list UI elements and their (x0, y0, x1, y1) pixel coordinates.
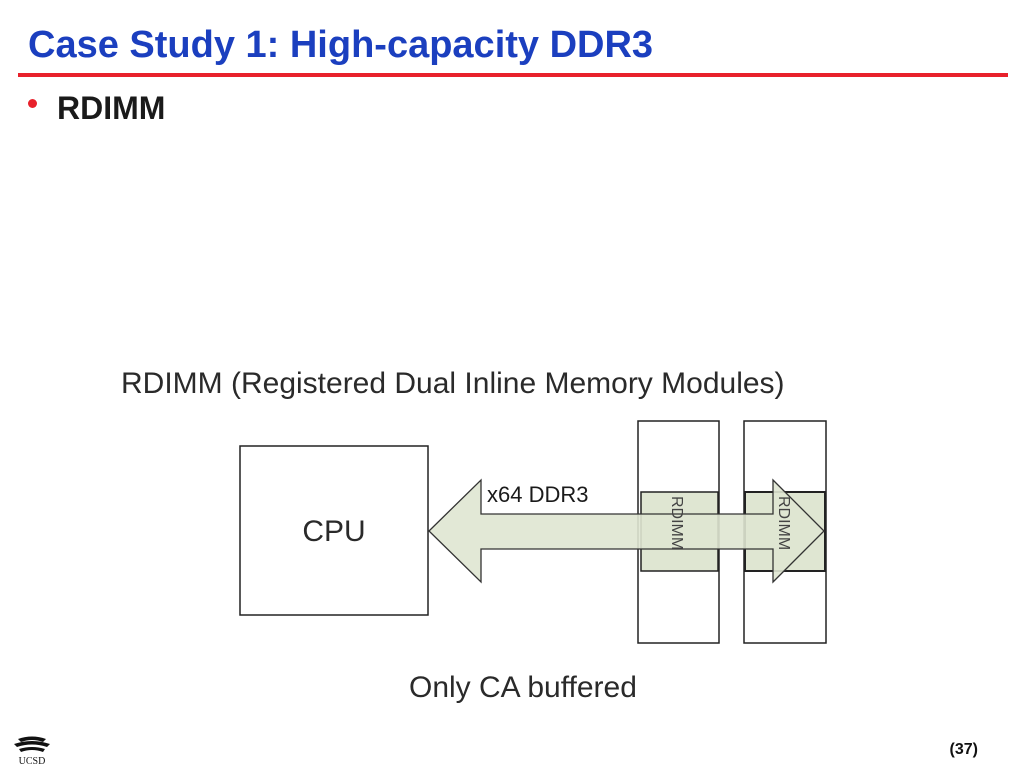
bullet-item: RDIMM (28, 90, 165, 127)
bus-label: x64 DDR3 (487, 482, 588, 507)
page-number: (37) (949, 741, 978, 758)
bullet-dot-icon (28, 99, 37, 108)
rdimm-label-1: RDIMM (668, 496, 685, 550)
ucsd-seal-icon: UCSD (14, 736, 50, 767)
diagram-heading: RDIMM (Registered Dual Inline Memory Mod… (121, 367, 785, 400)
bullet-text: RDIMM (57, 90, 166, 126)
ddr3-bus-arrow (428, 478, 825, 584)
cpu-box (239, 445, 429, 616)
rdimm-label-2: RDIMM (775, 496, 792, 550)
svg-text:UCSD: UCSD (19, 756, 46, 766)
title-divider (18, 73, 1008, 77)
diagram-caption: Only CA buffered (409, 671, 637, 704)
slide-title: Case Study 1: High-capacity DDR3 (28, 24, 654, 66)
ucsd-logo: UCSD (10, 734, 54, 771)
cpu-label: CPU (302, 515, 365, 548)
